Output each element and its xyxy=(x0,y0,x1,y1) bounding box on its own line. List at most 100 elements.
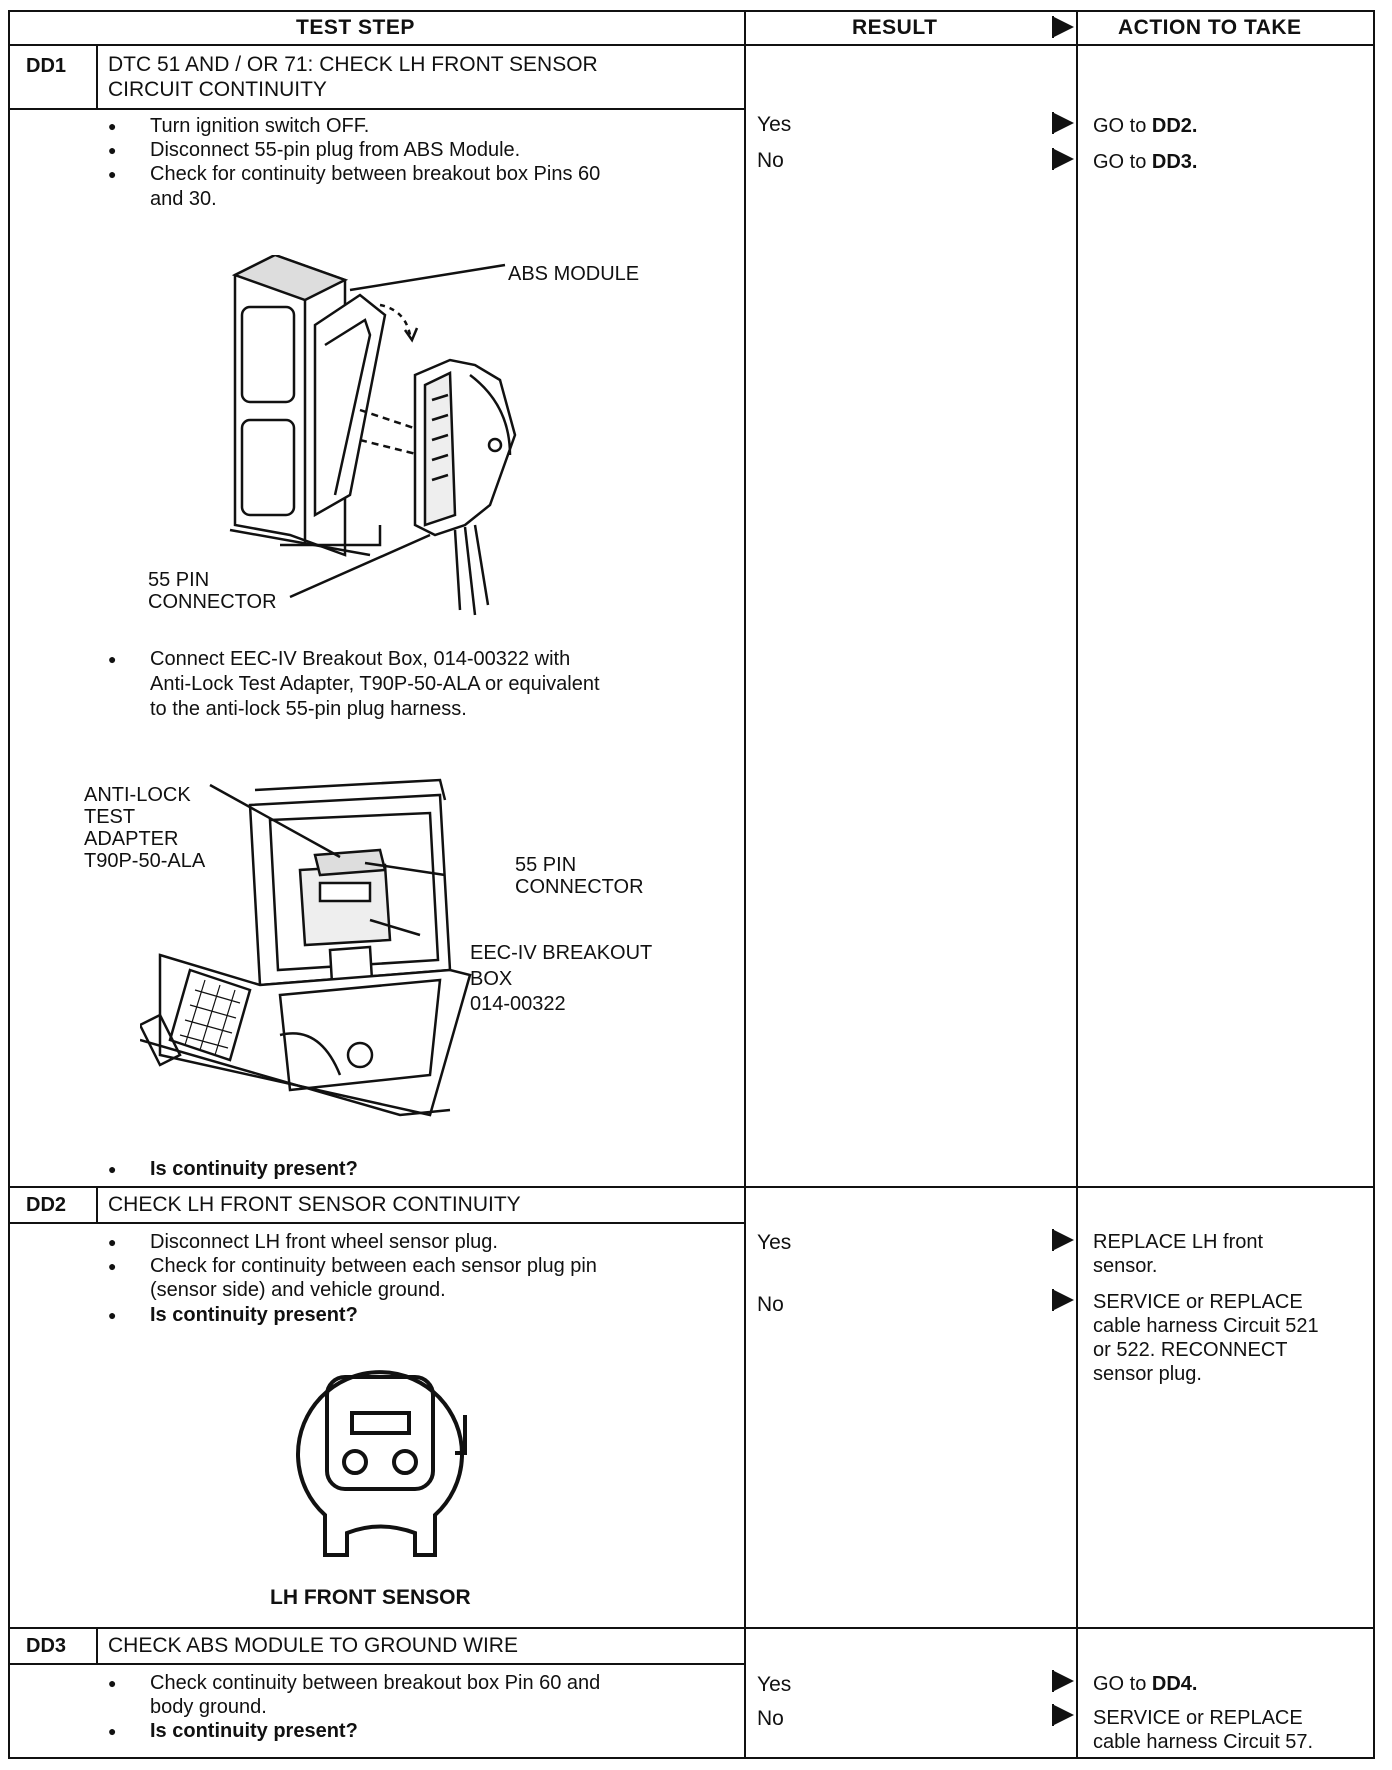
dd1-connect-line2: Anti-Lock Test Adapter, T90P-50-ALA or e… xyxy=(150,673,600,695)
dd1-step-3-cont: and 30. xyxy=(150,188,217,210)
connector-label-line2: CONNECTOR xyxy=(148,591,277,613)
dd3-step-1: Check continuity between breakout box Pi… xyxy=(108,1671,600,1695)
dd3-result-yes: Yes xyxy=(757,1673,792,1696)
dd1-action-yes: GO to DD2. xyxy=(1093,114,1197,138)
dd3-title: CHECK ABS MODULE TO GROUND WIRE xyxy=(108,1634,518,1657)
dd1-connect-line1: Connect EEC-IV Breakout Box, 014-00322 w… xyxy=(108,647,570,671)
dd2-action-yes-line1: REPLACE LH front xyxy=(1093,1231,1264,1253)
dd3-result-no: No xyxy=(757,1707,784,1730)
dd3-action-yes-prefix: GO to xyxy=(1093,1673,1152,1695)
dd3-title-separator xyxy=(8,1663,746,1665)
dd3-yes-arrow-icon xyxy=(1052,1670,1074,1692)
dd1-result-no: No xyxy=(757,149,784,172)
dd2-action-no-line3: or 522. RECONNECT xyxy=(1093,1339,1288,1361)
table-right-border xyxy=(1373,10,1375,1759)
dd2-action-no: SERVICE or REPLACE cable harness Circuit… xyxy=(1093,1290,1319,1386)
dd1-title-line1: DTC 51 AND / OR 71: CHECK LH FRONT SENSO… xyxy=(108,53,598,76)
dd1-connect-line3: to the anti-lock 55-pin plug harness. xyxy=(150,698,467,720)
dd1-action-no: GO to DD3. xyxy=(1093,150,1197,174)
dd3-action-yes-suffix: . xyxy=(1191,1673,1198,1695)
dd3-action-yes: GO to DD4. xyxy=(1093,1672,1197,1696)
pin-connector-label-line2: CONNECTOR xyxy=(515,876,644,898)
breakout-box-illustration xyxy=(140,778,472,1117)
dd3-action-no-line1: SERVICE or REPLACE xyxy=(1093,1707,1303,1729)
dd2-action-no-line4: sensor plug. xyxy=(1093,1363,1202,1385)
dd1-step-1: Turn ignition switch OFF. xyxy=(108,114,600,138)
result-column-divider xyxy=(744,10,746,1759)
abs-module-label: ABS MODULE xyxy=(508,263,640,285)
dd3-step-list: Check continuity between breakout box Pi… xyxy=(108,1671,600,1695)
header-arrow-icon xyxy=(1052,16,1074,38)
dd3-question: Is continuity present? xyxy=(108,1719,358,1743)
dd2-action-yes: REPLACE LH front sensor. xyxy=(1093,1230,1263,1278)
header-result: RESULT xyxy=(852,16,938,39)
dd2-step-1: Disconnect LH front wheel sensor plug. xyxy=(108,1230,597,1254)
dd1-yes-arrow-icon xyxy=(1052,112,1074,134)
action-column-divider xyxy=(1076,10,1078,1759)
adapter-label-line3: ADAPTER xyxy=(84,828,179,850)
dd2-action-yes-line2: sensor. xyxy=(1093,1255,1158,1277)
dd3-action-no: SERVICE or REPLACE cable harness Circuit… xyxy=(1093,1706,1313,1754)
dd2-no-arrow-icon xyxy=(1052,1289,1074,1311)
dd1-step-3: Check for continuity between breakout bo… xyxy=(108,162,600,186)
dd2-question: Is continuity present? xyxy=(108,1303,358,1327)
dd1-step-2: Disconnect 55-pin plug from ABS Module. xyxy=(108,138,600,162)
dd1-action-yes-target: DD2 xyxy=(1151,115,1192,137)
dd1-bottom-border xyxy=(8,1186,1374,1188)
adapter-label-line1: ANTI-LOCK xyxy=(84,784,191,806)
dd3-code: DD3 xyxy=(26,1635,67,1657)
dd1-code-divider xyxy=(96,44,98,110)
dd1-action-no-prefix: GO to xyxy=(1093,151,1152,173)
dd2-step-list: Disconnect LH front wheel sensor plug. C… xyxy=(108,1230,597,1278)
lh-front-sensor-illustration xyxy=(296,1370,467,1557)
dd1-action-no-suffix: . xyxy=(1191,151,1198,173)
dd1-code: DD1 xyxy=(26,55,67,77)
table-top-border xyxy=(8,10,1374,12)
dd2-yes-arrow-icon xyxy=(1052,1229,1074,1251)
dd3-question-text: Is continuity present? xyxy=(108,1719,358,1743)
header-bottom-border xyxy=(8,44,1374,46)
dd3-no-arrow-icon xyxy=(1052,1704,1074,1726)
dd1-action-no-target: DD3 xyxy=(1151,151,1192,173)
breakout-box-label-line1: EEC-IV BREAKOUT xyxy=(470,942,653,964)
dd2-step-2: Check for continuity between each sensor… xyxy=(108,1254,597,1278)
dd2-title-separator xyxy=(8,1222,746,1224)
header-test-step: TEST STEP xyxy=(296,16,415,39)
abs-module-illustration xyxy=(229,255,517,616)
dd1-result-yes: Yes xyxy=(757,113,792,136)
header-action: ACTION TO TAKE xyxy=(1118,16,1302,39)
dd1-connect-step: Connect EEC-IV Breakout Box, 014-00322 w… xyxy=(108,647,570,671)
dd2-bottom-border xyxy=(8,1627,1374,1629)
dd2-result-no: No xyxy=(757,1293,784,1316)
table-bottom-border xyxy=(8,1757,1374,1759)
lh-front-sensor-label: LH FRONT SENSOR xyxy=(270,1586,471,1609)
dd1-action-yes-suffix: . xyxy=(1191,115,1198,137)
table-left-border xyxy=(8,10,10,1759)
dd2-result-yes: Yes xyxy=(757,1231,792,1254)
connector-label-line1: 55 PIN xyxy=(148,569,210,591)
dd2-step-2-cont: (sensor side) and vehicle ground. xyxy=(150,1279,446,1301)
dd1-action-yes-prefix: GO to xyxy=(1093,115,1152,137)
adapter-label-line2: TEST xyxy=(84,806,136,828)
dd2-title: CHECK LH FRONT SENSOR CONTINUITY xyxy=(108,1193,521,1216)
dd3-action-yes-target: DD4 xyxy=(1151,1673,1192,1695)
dd2-code-divider xyxy=(96,1186,98,1223)
dd1-question-text: Is continuity present? xyxy=(108,1157,358,1181)
dd1-step-list: Turn ignition switch OFF. Disconnect 55-… xyxy=(108,114,600,186)
adapter-label-line4: T90P-50-ALA xyxy=(84,850,206,872)
dd3-step-1-cont: body ground. xyxy=(150,1696,267,1718)
dd1-question: Is continuity present? xyxy=(108,1157,358,1181)
breakout-box-label-line2: BOX xyxy=(470,968,513,990)
dd2-action-no-line2: cable harness Circuit 521 xyxy=(1093,1315,1319,1337)
dd3-action-no-line2: cable harness Circuit 57. xyxy=(1093,1731,1314,1753)
breakout-box-label-line3: 014-00322 xyxy=(470,993,566,1015)
dd2-action-no-line1: SERVICE or REPLACE xyxy=(1093,1291,1303,1313)
dd1-title-line2: CIRCUIT CONTINUITY xyxy=(108,78,327,101)
pin-connector-label-line1: 55 PIN xyxy=(515,854,577,876)
dd2-question-text: Is continuity present? xyxy=(108,1303,358,1327)
dd2-code: DD2 xyxy=(26,1194,67,1216)
dd1-title-separator xyxy=(8,108,746,110)
dd1-no-arrow-icon xyxy=(1052,148,1074,170)
dd3-code-divider xyxy=(96,1627,98,1664)
